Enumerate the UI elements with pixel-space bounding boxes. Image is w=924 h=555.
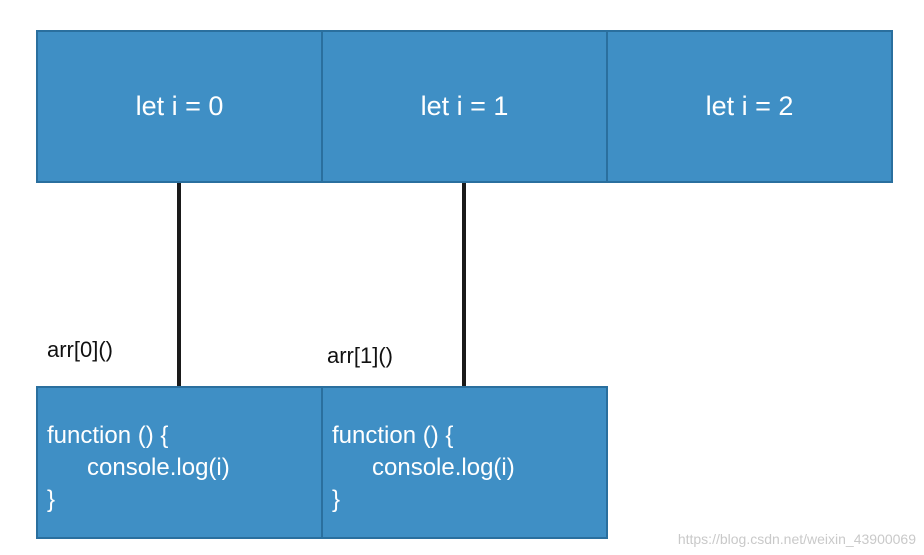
function-line-header: function () { [332,422,454,449]
scope-label-i1: let i = 1 [420,91,509,121]
function-line-body: console.log(i) [372,454,515,481]
scope-label-i0: let i = 0 [135,91,224,121]
function-line-body: console.log(i) [87,454,230,481]
scope-box-i2: let i = 2 [606,30,893,183]
scope-box-i0: let i = 0 [36,30,323,183]
call-label-arr0: arr[0]() [47,337,113,362]
scope-label-i2: let i = 2 [705,91,794,121]
function-box-1: function () { console.log(i) } [321,386,608,539]
connector-line-1 [462,183,466,386]
connector-line-0 [177,183,181,386]
call-label-arr1: arr[1]() [327,343,393,368]
function-line-close: } [332,486,341,513]
watermark-text: https://blog.csdn.net/weixin_43900069 [677,531,916,547]
function-line-header: function () { [47,422,169,449]
scope-box-i1: let i = 1 [321,30,608,183]
function-box-0: function () { console.log(i) } [36,386,323,539]
function-line-close: } [47,486,56,513]
